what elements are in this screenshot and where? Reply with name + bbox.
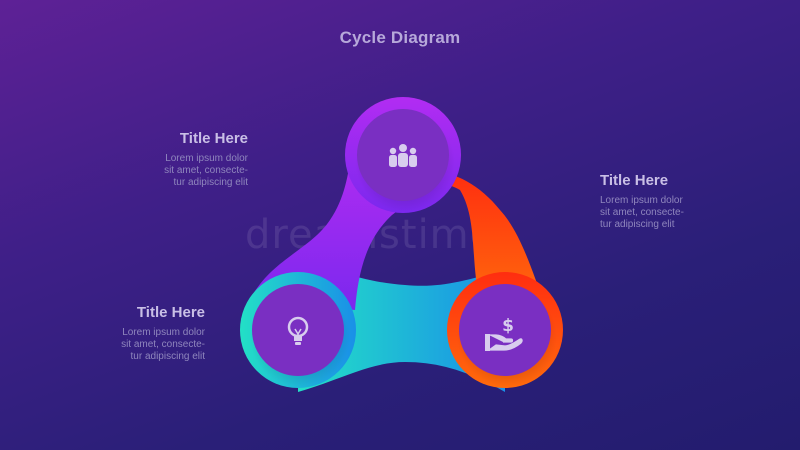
item-body: Lorem ipsum dolor sit amet, consecte- tu… — [164, 153, 248, 188]
diagram-title: Cycle Diagram — [339, 28, 461, 47]
item-text-left: Title Here Lorem ipsum dolor sit amet, c… — [60, 304, 205, 363]
item-body: Lorem ipsum dolor sit amet, consecte- tu… — [121, 327, 205, 362]
item-title: Title Here — [136, 304, 205, 321]
item-text-top: Title Here Lorem ipsum dolor sit amet, c… — [110, 130, 248, 189]
item-text-right: Title Here Lorem ipsum dolor sit amet, c… — [600, 172, 760, 231]
item-body: Lorem ipsum dolor sit amet, consecte- tu… — [600, 195, 684, 230]
orange-band — [380, 170, 545, 305]
item-title: Title Here — [600, 172, 669, 189]
lightbulb-icon — [287, 316, 309, 345]
node-circle-right — [459, 284, 551, 376]
item-title: Title Here — [179, 130, 248, 147]
svg-text:$: $ — [502, 316, 514, 336]
hand-dollar-icon: $ — [485, 316, 523, 351]
node-circle-left — [252, 284, 344, 376]
people-group-icon — [389, 144, 417, 167]
